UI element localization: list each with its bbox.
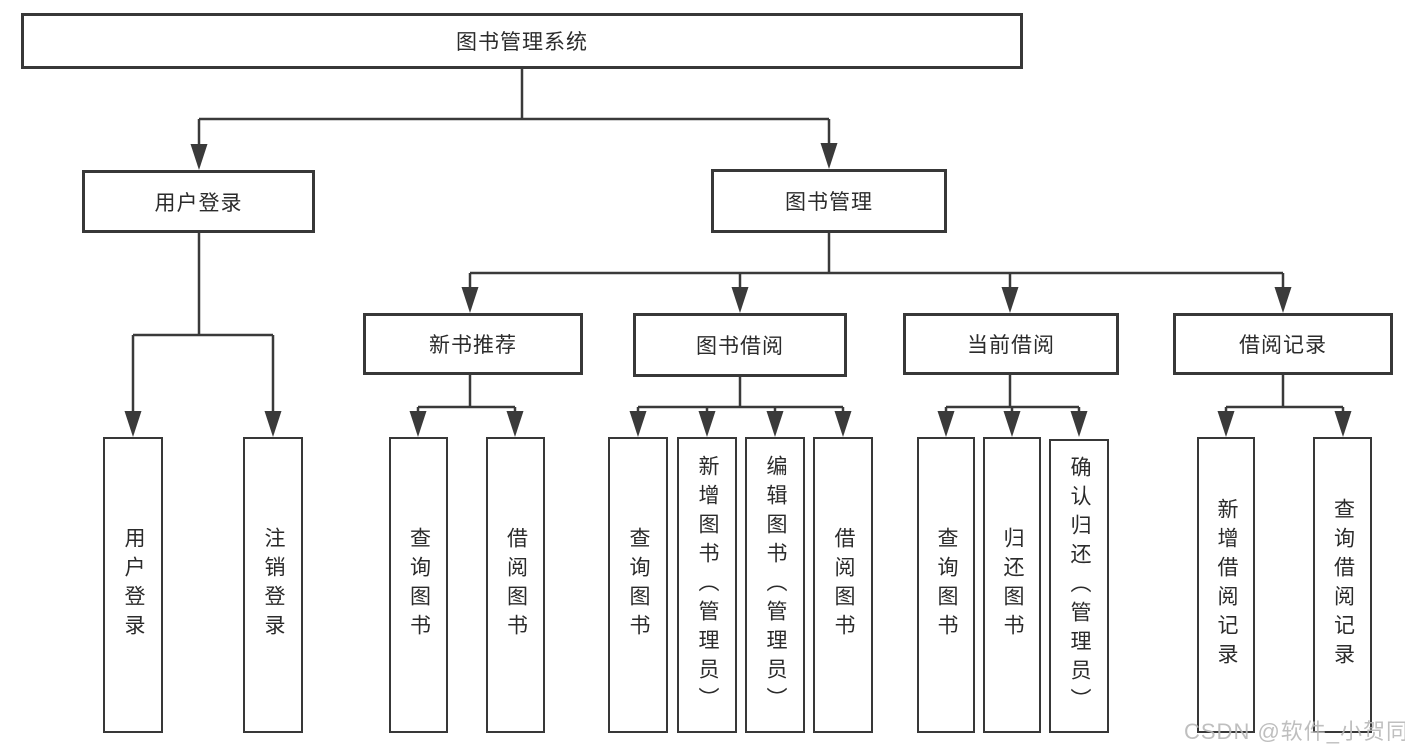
node-leaf-borrow-books-borrowing: 借阅图书	[813, 437, 873, 733]
watermark: CSDN @软件_小贺同学	[1184, 719, 1405, 744]
node-new-book-recommendation: 新书推荐	[363, 313, 583, 375]
node-user-login-label: 用户登录	[154, 191, 243, 215]
node-leaf-query-books-current: 查询图书	[917, 437, 975, 733]
node-leaf-query-borrow-record: 查询借阅记录	[1313, 437, 1372, 733]
node-leaf-borrow-books-recommend: 借阅图书	[486, 437, 545, 733]
node-current-borrowing-label: 当前借阅	[967, 334, 1055, 357]
node-leaf-query-books-recommend: 查询图书	[389, 437, 448, 733]
node-leaf-query-books-borrowing-label: 查询图书	[627, 527, 650, 643]
node-leaf-query-books-borrowing: 查询图书	[608, 437, 668, 733]
node-leaf-query-books-recommend-label: 查询图书	[407, 527, 431, 643]
node-leaf-borrow-books-recommend-label: 借阅图书	[504, 527, 528, 643]
node-leaf-query-books-current-label: 查询图书	[935, 527, 958, 643]
node-leaf-confirm-return-admin: 确认归还（管理员）	[1049, 439, 1109, 733]
node-leaf-edit-book-admin: 编辑图书（管理员）	[745, 437, 805, 733]
node-book-management-label: 图书管理	[785, 191, 873, 214]
node-user-login: 用户登录	[82, 170, 315, 233]
node-book-borrowing: 图书借阅	[633, 313, 847, 377]
node-leaf-add-borrow-record-label: 新增借阅记录	[1215, 498, 1238, 672]
node-borrowing-records-label: 借阅记录	[1239, 334, 1327, 357]
node-library-management-system-label: 图书管理系统	[456, 31, 588, 54]
node-leaf-add-book-admin: 新增图书（管理员）	[677, 437, 737, 733]
node-leaf-add-borrow-record: 新增借阅记录	[1197, 437, 1255, 733]
node-leaf-return-books: 归还图书	[983, 437, 1041, 733]
node-current-borrowing: 当前借阅	[903, 313, 1119, 375]
node-new-book-recommendation-label: 新书推荐	[429, 334, 517, 357]
node-leaf-borrow-books-borrowing-label: 借阅图书	[832, 527, 855, 643]
node-book-borrowing-label: 图书借阅	[696, 335, 784, 358]
node-leaf-return-books-label: 归还图书	[1001, 527, 1024, 643]
node-leaf-user-login-label: 用户登录	[122, 527, 145, 643]
node-borrowing-records: 借阅记录	[1173, 313, 1393, 375]
node-leaf-logout-label: 注销登录	[262, 527, 285, 643]
node-leaf-user-login: 用户登录	[103, 437, 163, 733]
node-library-management-system: 图书管理系统	[21, 13, 1023, 69]
node-leaf-query-borrow-record-label: 查询借阅记录	[1331, 498, 1355, 672]
node-leaf-add-book-admin-label: 新增图书（管理员）	[696, 454, 719, 716]
node-leaf-logout: 注销登录	[243, 437, 303, 733]
node-leaf-confirm-return-admin-label: 确认归还（管理员）	[1068, 455, 1091, 717]
node-book-management: 图书管理	[711, 169, 947, 233]
node-leaf-edit-book-admin-label: 编辑图书（管理员）	[764, 454, 787, 716]
